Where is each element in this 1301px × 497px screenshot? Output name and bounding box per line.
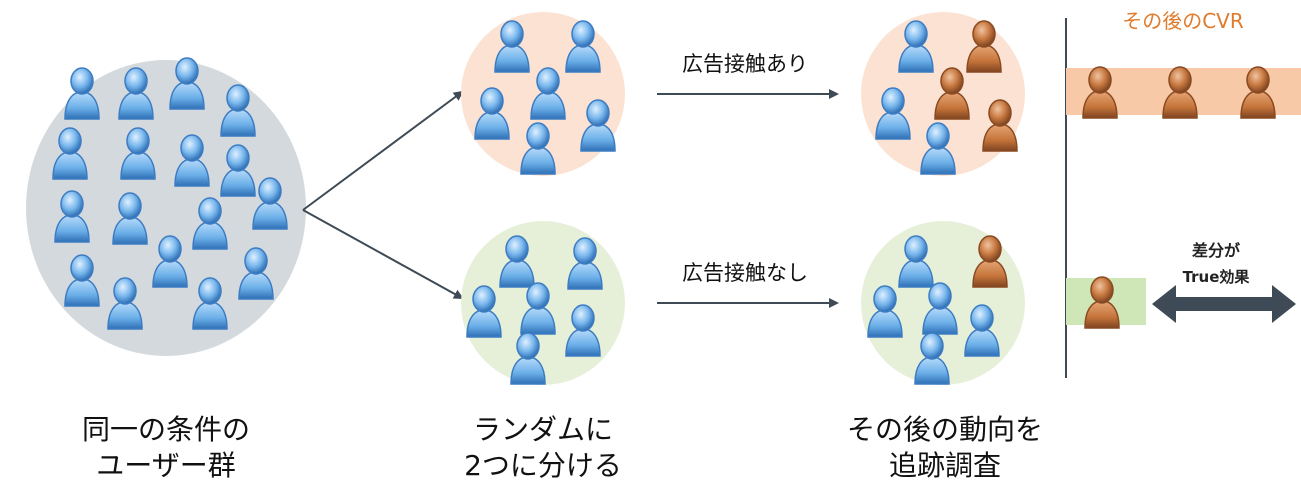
caption-step2-line1: ランダムに — [472, 413, 613, 446]
diff-label-line1: 差分が — [1192, 241, 1240, 260]
diff-label-line2: True効果 — [1183, 268, 1251, 286]
caption-step2: ランダムに 2つに分ける — [433, 412, 653, 484]
cvr-title: その後のCVR — [1122, 9, 1244, 33]
split-arrow-down — [302, 209, 464, 299]
split-arrow-up — [302, 90, 464, 211]
label-without-ad: 広告接触なし — [682, 261, 808, 285]
caption-step1-line2: ユーザー群 — [96, 449, 236, 482]
caption-step3-line2: 追跡調査 — [888, 449, 1001, 482]
label-with-ad: 広告接触あり — [682, 52, 808, 76]
double-arrow-icon — [1152, 285, 1296, 323]
caption-step1: 同一の条件の ユーザー群 — [56, 412, 276, 484]
caption-step2-line2: 2つに分ける — [464, 449, 622, 482]
caption-step3: その後の動向を 追跡調査 — [825, 412, 1065, 484]
caption-step3-line1: その後の動向を — [846, 413, 1043, 446]
caption-step1-line1: 同一の条件の — [81, 413, 250, 446]
